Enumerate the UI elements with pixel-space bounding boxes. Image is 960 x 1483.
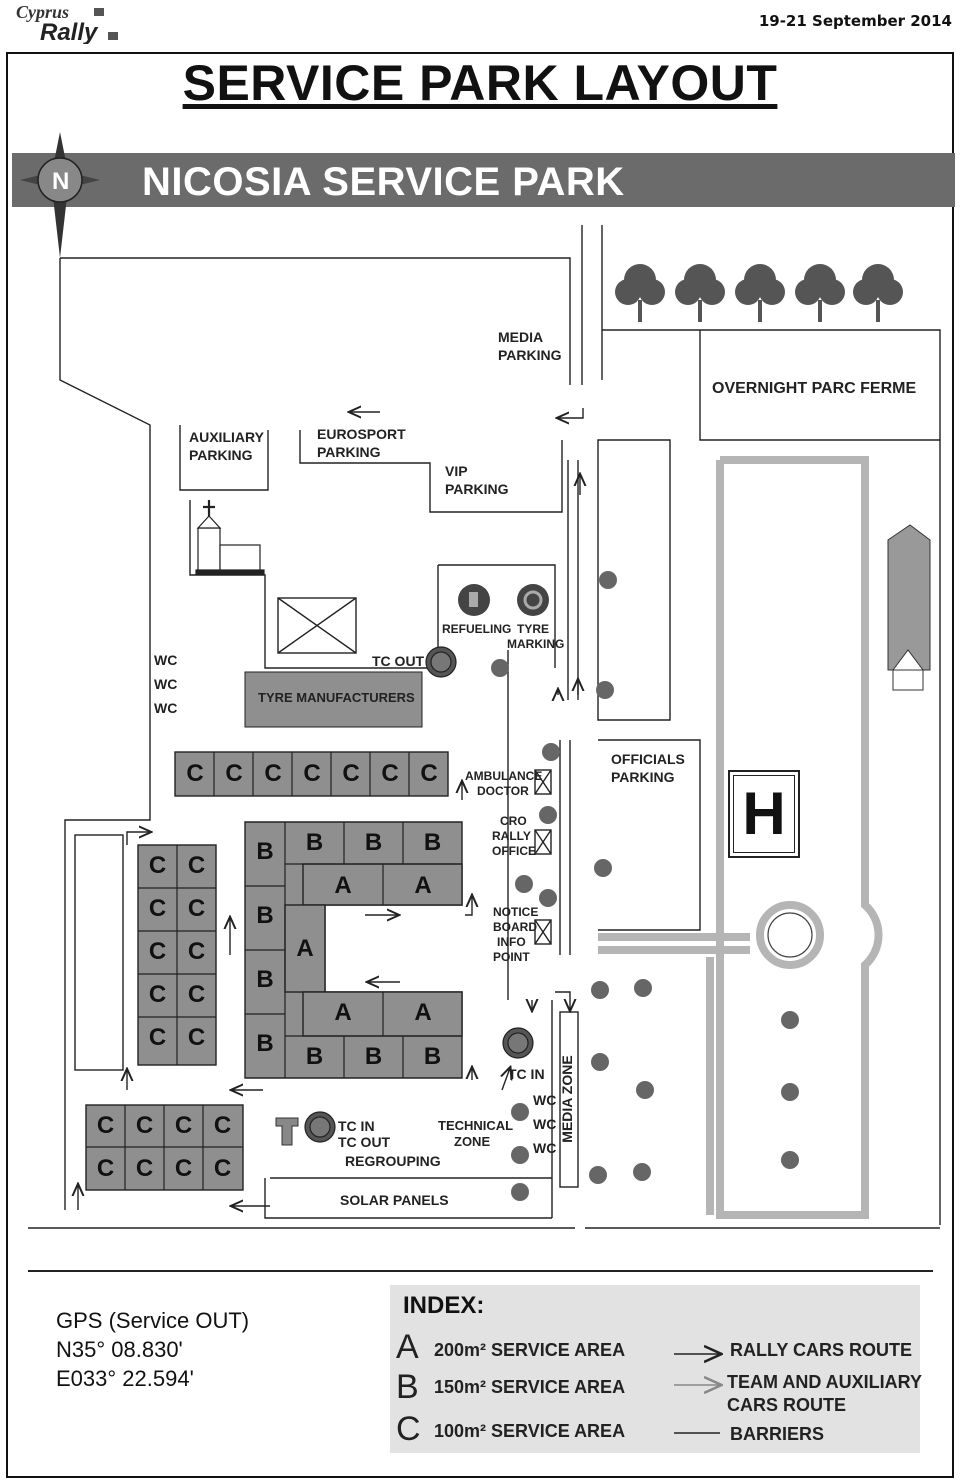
route-arrows <box>78 408 583 1210</box>
service-area-b: B <box>256 902 274 929</box>
index-letter-c: C <box>396 1410 421 1448</box>
index-text-b: 150m² SERVICE AREA <box>434 1377 626 1397</box>
service-area-c: C <box>174 1112 193 1139</box>
tc-in-label: TC IN <box>508 1066 545 1082</box>
service-area-c: C <box>213 1112 232 1139</box>
tree-row <box>615 264 903 322</box>
page-title: SERVICE PARK LAYOUT <box>182 55 778 111</box>
gps-info: GPS (Service OUT) N35° 08.830' E033° 22.… <box>56 1306 249 1393</box>
service-area-a: A <box>414 999 432 1026</box>
service-area-a: A <box>414 872 432 899</box>
clock-icons <box>304 646 534 1143</box>
index-text-a: 200m² SERVICE AREA <box>434 1340 626 1360</box>
regrouping-label: REGROUPING <box>345 1153 441 1169</box>
service-area-c: C <box>135 1155 154 1182</box>
route-legend-symbols <box>674 1340 730 1434</box>
service-area-c: C <box>420 760 438 787</box>
gps-heading: GPS (Service OUT) <box>56 1308 250 1333</box>
banner-bar <box>12 153 955 207</box>
banner-title: NICOSIA SERVICE PARK <box>142 160 625 204</box>
svg-text:Cyprus: Cyprus <box>16 2 69 22</box>
service-area-c: C <box>186 760 204 787</box>
service-area-c: C <box>213 1155 232 1182</box>
service-area-c: C <box>187 938 206 965</box>
refueling-label: REFUELING <box>442 622 512 636</box>
church-icon <box>195 500 265 575</box>
tyre-marking-icon <box>517 584 549 616</box>
cyprus-rally-logo: Cyprus Rally <box>14 2 124 46</box>
service-area-c: C <box>148 852 167 879</box>
service-area-c: C <box>148 981 167 1008</box>
legend-barriers: BARRIERS <box>730 1424 825 1444</box>
index-letter-a: A <box>396 1328 419 1366</box>
service-area-a: A <box>334 872 352 899</box>
service-area-c: C <box>148 938 167 965</box>
service-area-c: C <box>135 1112 154 1139</box>
media-zone-label: MEDIA ZONE <box>559 1055 575 1143</box>
service-area-c: C <box>225 760 243 787</box>
service-area-b: B <box>364 1043 383 1070</box>
index-panel <box>390 1285 920 1453</box>
solar-panels-label: SOLAR PANELS <box>340 1192 449 1208</box>
legend-rally-cars-route: RALLY CARS ROUTE <box>730 1340 913 1360</box>
service-area-c: C <box>96 1112 115 1139</box>
refueling-icon <box>458 584 490 616</box>
service-area-c: C <box>342 760 360 787</box>
index-text-c: 100m² SERVICE AREA <box>434 1421 626 1441</box>
service-area-c: C <box>303 760 321 787</box>
svg-text:Rally: Rally <box>40 19 99 44</box>
service-area-c: C <box>187 1024 206 1051</box>
service-area-c: C <box>148 895 167 922</box>
service-area-c: C <box>187 895 206 922</box>
service-area-c: C <box>187 852 206 879</box>
gps-lon: E033° 22.594' <box>56 1366 194 1391</box>
tyre-manufacturers-label: TYRE MANUFACTURERS <box>258 690 415 705</box>
service-area-c: C <box>174 1155 193 1182</box>
index-title: INDEX: <box>403 1292 485 1319</box>
overnight-parc-ferme-label: OVERNIGHT PARC FERME <box>712 380 917 397</box>
service-area-b: B <box>423 829 442 856</box>
barn-icon <box>887 524 931 691</box>
shrubs <box>491 571 799 1201</box>
service-area-b: B <box>256 838 274 865</box>
service-area-b: B <box>305 1043 324 1070</box>
tc-out-label: TC OUT <box>372 653 425 669</box>
service-area-c: C <box>381 760 399 787</box>
wrench-icon <box>275 1117 299 1146</box>
page-frame <box>6 52 954 1478</box>
service-area-c: C <box>96 1155 115 1182</box>
service-area-a: A <box>296 935 314 962</box>
index-letter-b: B <box>396 1368 419 1406</box>
event-date: 19-21 September 2014 <box>758 12 952 30</box>
service-area-b: B <box>305 829 324 856</box>
service-area-a: A <box>334 999 352 1026</box>
service-area-b: B <box>364 829 383 856</box>
service-area-b: B <box>256 1030 274 1057</box>
compass-rose: N <box>20 132 100 258</box>
service-area-c: C <box>187 981 206 1008</box>
service-area-b: B <box>423 1043 442 1070</box>
helipad-label: H <box>728 770 800 858</box>
service-area-b: B <box>256 966 274 993</box>
svg-text:N: N <box>52 168 69 195</box>
legend-divider <box>28 1270 933 1272</box>
service-area-c: C <box>148 1024 167 1051</box>
service-area-c: C <box>264 760 282 787</box>
gps-lat: N35° 08.830' <box>56 1337 183 1362</box>
